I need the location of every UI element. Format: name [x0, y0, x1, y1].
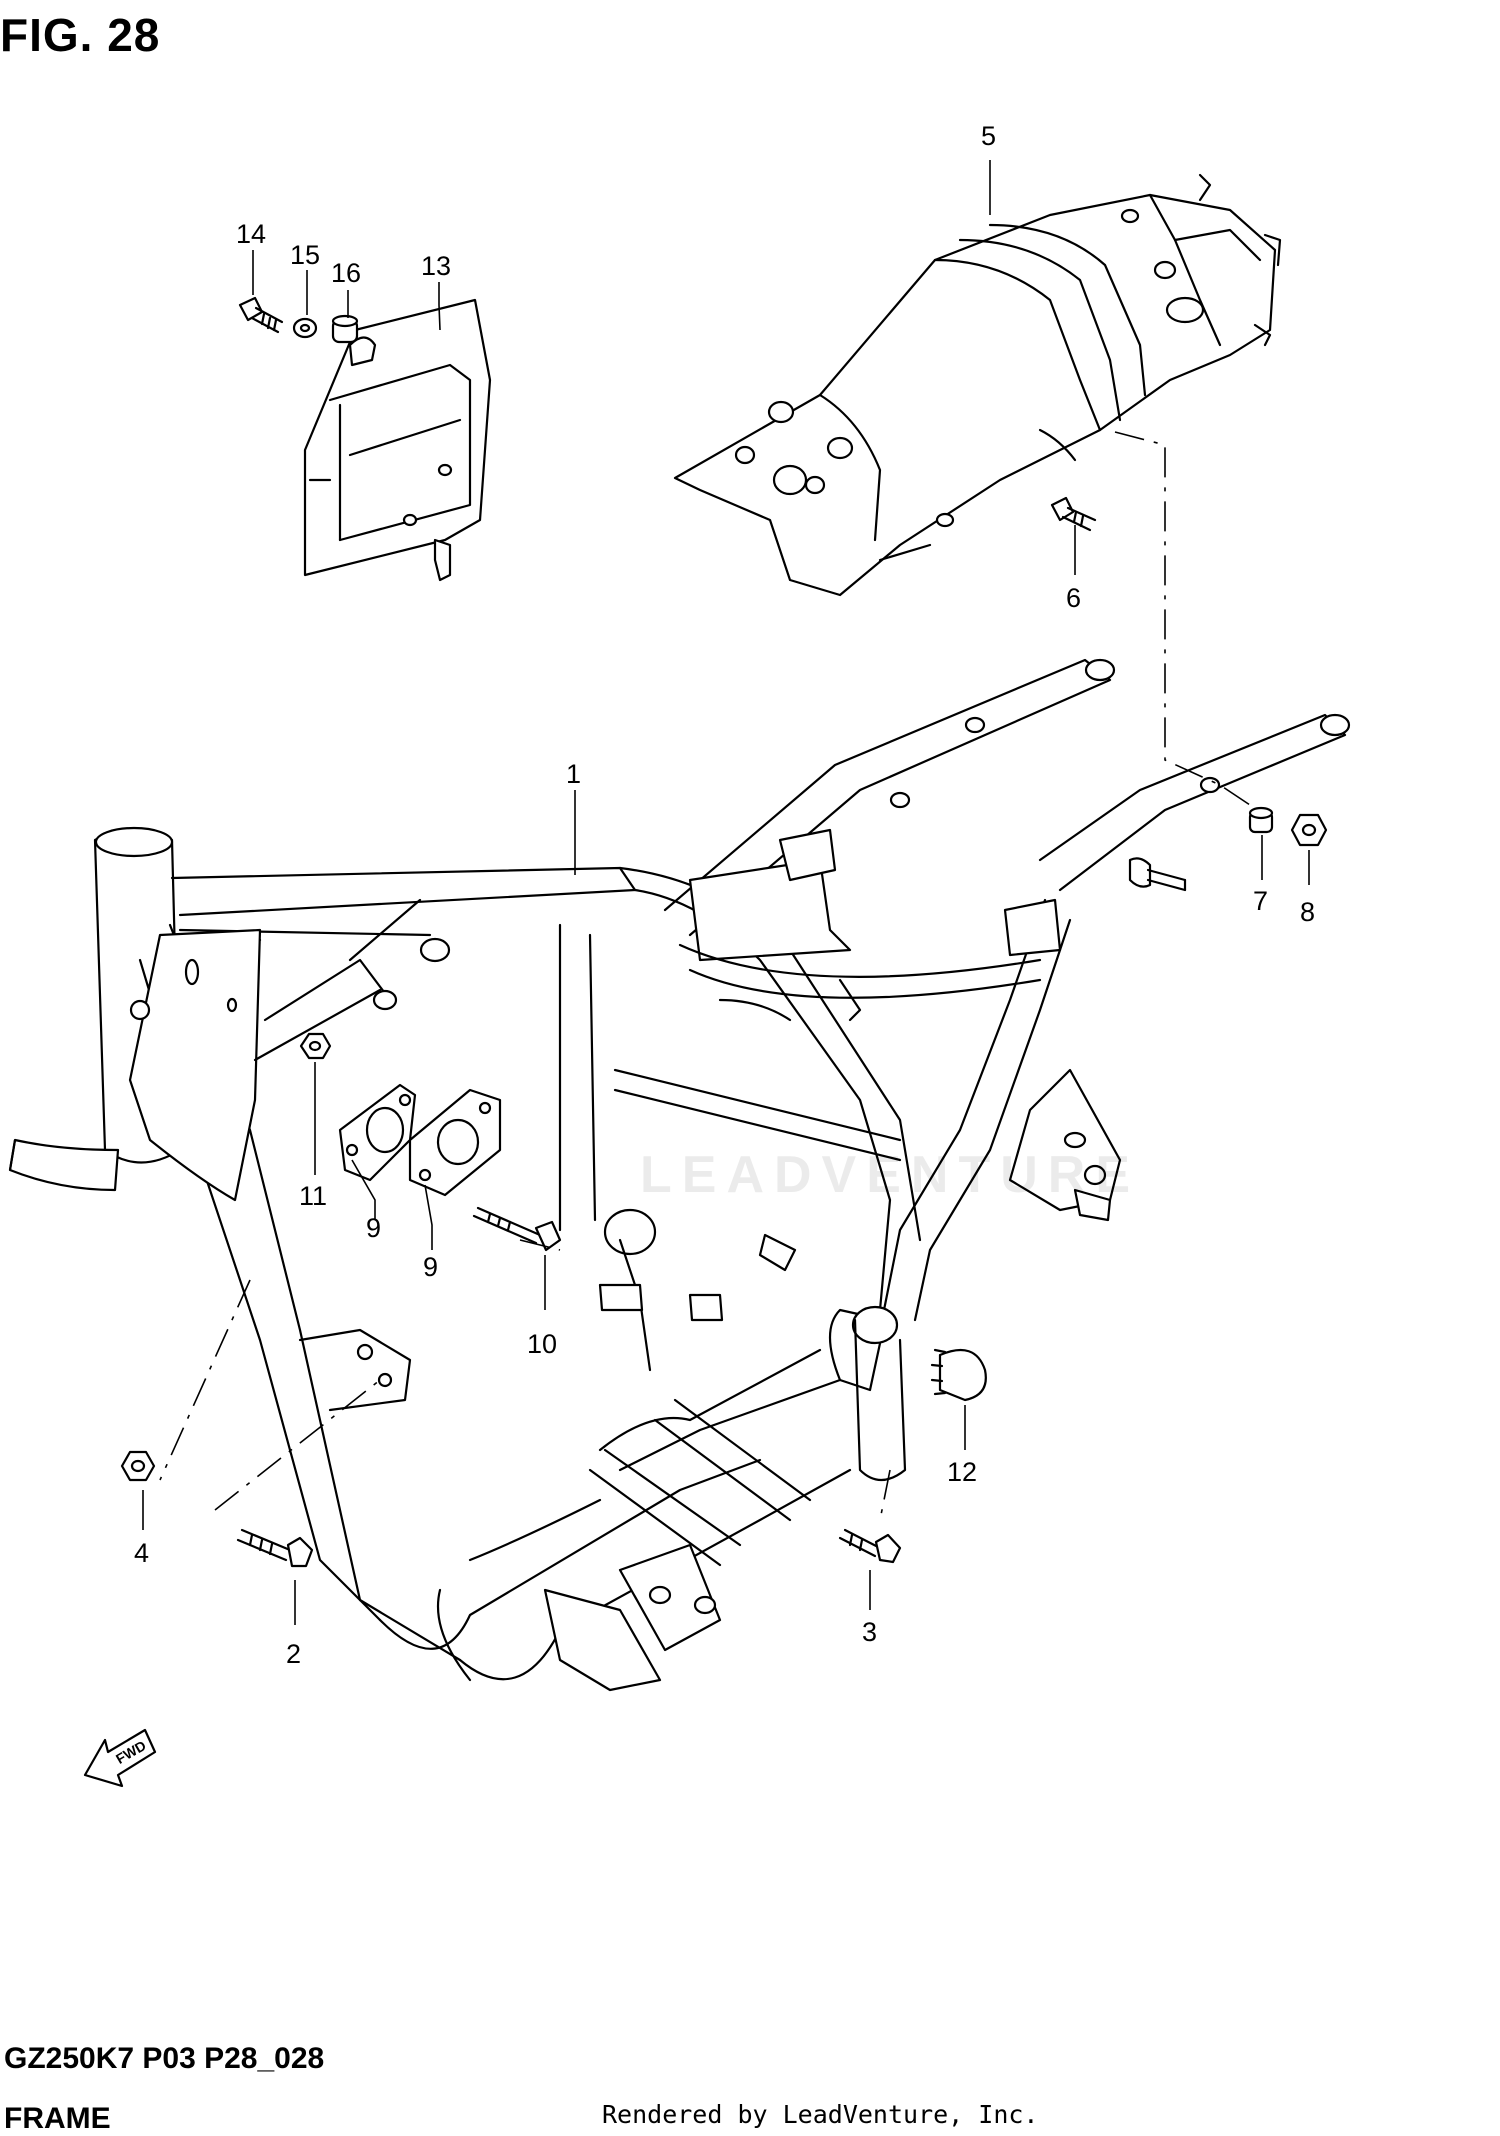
callout-13: 13	[421, 251, 451, 281]
parts-7-8-hardware	[1128, 806, 1328, 892]
forward-arrow-icon: FWD	[83, 1728, 157, 1788]
callout-1: 1	[566, 759, 581, 789]
footer-section-name: FRAME	[4, 2102, 111, 2135]
callout-2: 2	[286, 1639, 301, 1669]
part-5-rear-fender	[673, 173, 1282, 597]
callout-4: 4	[134, 1538, 149, 1568]
callout-labels: 1 2 3 4 5 6 7 8 9 9 10 11 12 13 14 15 16	[134, 121, 1315, 1669]
parts-9-plates	[338, 1083, 502, 1197]
callout-14: 14	[236, 219, 266, 249]
callout-6: 6	[1066, 583, 1081, 613]
part-10-bolt	[472, 1206, 562, 1252]
main-frame	[8, 826, 1122, 1692]
rear-frame-rails	[663, 658, 1351, 937]
callout-7: 7	[1253, 886, 1268, 916]
callout-9b: 9	[423, 1252, 438, 1282]
callout-11: 11	[299, 1181, 327, 1211]
callout-3: 3	[862, 1617, 877, 1647]
callout-10: 10	[527, 1329, 557, 1359]
watermark-text: LEADVENTURE	[640, 1146, 1141, 1204]
footer-model-code: GZ250K7 P03 P28_028	[4, 2042, 325, 2075]
part-12-cap	[930, 1348, 987, 1402]
callout-8: 8	[1300, 897, 1315, 927]
callout-16: 16	[331, 258, 361, 288]
part-13-bracket	[303, 298, 492, 582]
leader-lines	[142, 160, 1310, 1625]
part-11-nut	[299, 1032, 332, 1060]
part-4-nut	[120, 1450, 156, 1482]
callout-12: 12	[947, 1457, 977, 1487]
part-3-bolt	[838, 1528, 902, 1564]
part-6-bolt	[1050, 496, 1097, 532]
part-2-bolt	[236, 1528, 314, 1568]
callout-15: 15	[290, 240, 320, 270]
alignment-lines	[159, 431, 1251, 1521]
callout-5: 5	[981, 121, 996, 151]
callout-9a: 9	[366, 1213, 381, 1243]
footer-rendered-by: Rendered by LeadVenture, Inc.	[602, 2100, 1039, 2129]
parts-14-15-16-hardware	[238, 296, 359, 344]
figure-title: FIG. 28	[0, 9, 161, 61]
